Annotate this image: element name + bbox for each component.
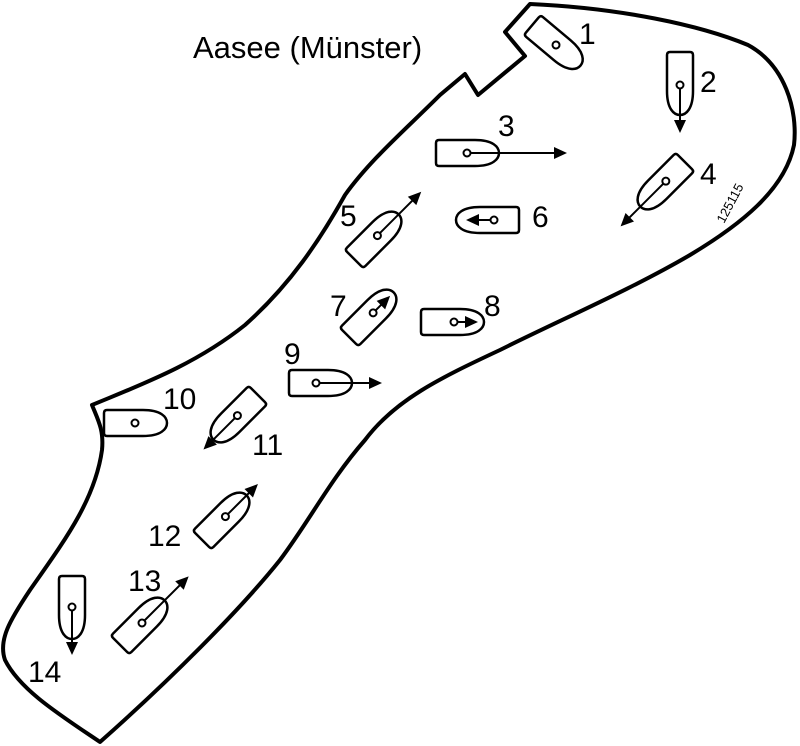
mast-dot-icon <box>489 215 499 225</box>
mast-dot-icon <box>372 231 382 241</box>
boat-label: 9 <box>284 338 301 371</box>
boat-label: 10 <box>163 383 196 416</box>
boat-2 <box>665 50 695 133</box>
mast-dot-icon <box>220 512 230 522</box>
mast-dot-icon <box>449 317 459 327</box>
arrowhead-icon <box>66 642 78 655</box>
arrowhead-icon <box>620 212 635 227</box>
arrowhead-icon <box>369 377 382 389</box>
boat-6 <box>454 205 521 235</box>
mast-dot-icon <box>130 418 140 428</box>
mast-dot-icon <box>661 176 671 186</box>
boat-11 <box>203 385 268 450</box>
boat-label: 13 <box>128 565 161 598</box>
boat-label: 11 <box>252 429 283 462</box>
boat-10 <box>102 408 169 438</box>
mast-dot-icon <box>137 618 147 628</box>
arrowhead-icon <box>244 484 258 498</box>
heading-arrow-line <box>224 490 252 518</box>
mast-dot-icon <box>67 602 77 612</box>
boat-14 <box>57 574 87 655</box>
mast-dot-icon <box>368 308 378 318</box>
lake-title: Aasee (Münster) <box>193 30 422 65</box>
mast-dot-icon <box>311 378 321 388</box>
mast-dot-icon <box>462 148 472 158</box>
boat-7 <box>339 288 398 347</box>
boat-13 <box>110 576 189 655</box>
arrowhead-icon <box>465 316 478 328</box>
arrowhead-icon <box>203 436 217 450</box>
boat-label: 1 <box>579 18 596 51</box>
boat-4 <box>620 152 695 227</box>
boat-label: 14 <box>28 656 61 689</box>
boat-label: 12 <box>148 520 181 553</box>
boat-8 <box>419 307 486 337</box>
arrowhead-icon <box>554 147 567 159</box>
heading-arrow-line <box>141 582 183 624</box>
arrowhead-icon <box>175 576 189 590</box>
boat-label: 8 <box>484 290 501 323</box>
boat-label: 4 <box>700 158 717 191</box>
heading-arrow-line <box>376 198 415 237</box>
heading-arrow-line <box>626 180 667 221</box>
arrowhead-icon <box>674 120 686 133</box>
mast-dot-icon <box>551 40 561 50</box>
arrowhead-icon <box>407 191 422 206</box>
heading-arrow-line <box>209 414 239 444</box>
mast-dot-icon <box>232 411 242 421</box>
arrowhead-icon <box>376 295 391 310</box>
boat-1 <box>523 14 584 71</box>
arrowhead-icon <box>466 214 479 226</box>
boat-5 <box>344 191 422 269</box>
boat-9 <box>287 368 382 398</box>
boat-3 <box>434 138 567 168</box>
boat-label: 2 <box>700 66 717 99</box>
boat-label: 7 <box>330 290 347 323</box>
boat-label: 5 <box>340 200 357 233</box>
boat-12 <box>192 484 258 550</box>
mast-dot-icon <box>675 80 685 90</box>
boat-label: 3 <box>498 110 515 143</box>
boat-label: 6 <box>532 201 549 234</box>
